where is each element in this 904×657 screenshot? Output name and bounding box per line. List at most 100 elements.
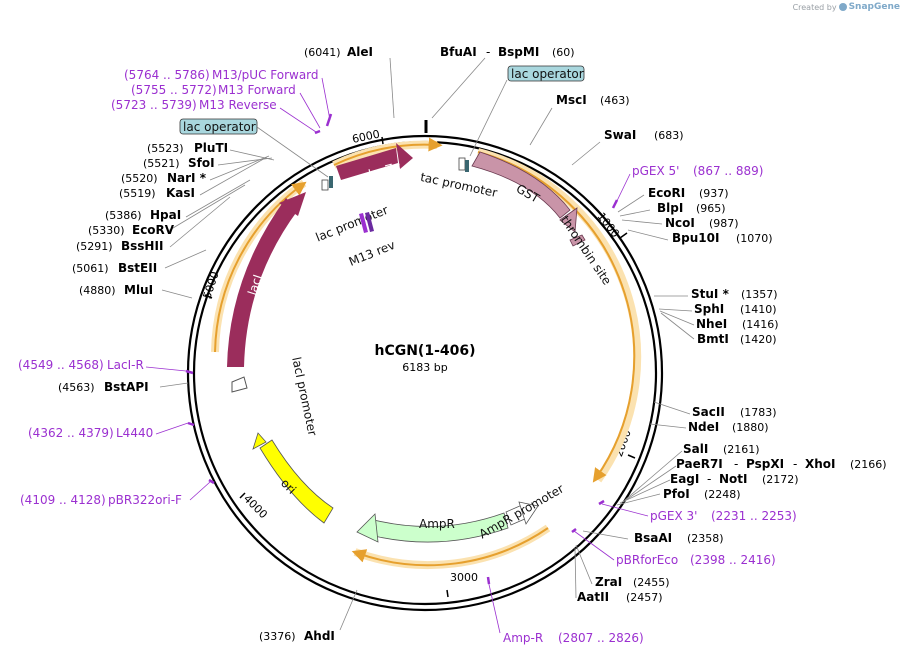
site-name-hpai: HpaI: [150, 208, 181, 222]
leader-sfoi: [217, 157, 273, 166]
site-pos-aatii: (2457): [626, 591, 663, 604]
site-pos-pluti: (5523): [147, 142, 184, 155]
leader-pgex5: [614, 173, 631, 206]
site-pos-sacii: (1783): [740, 406, 777, 419]
primer-mark-pgex3: [598, 499, 605, 506]
snapgene-watermark: Created by SnapGene: [793, 2, 900, 12]
site-name-sacii: SacII: [692, 405, 725, 419]
tick-4000: [239, 492, 246, 499]
site-name-pspxi: PspXI: [746, 457, 784, 471]
backbone-outer-ring: [186, 134, 664, 612]
site-pos-sali: (2161): [723, 443, 760, 456]
site-name-bfuai: BfuAI: [440, 45, 477, 59]
lac-operator-left-callout: [179, 118, 258, 135]
tac-promoter-box: [458, 157, 466, 171]
primer-mark-laci-r: [185, 369, 194, 375]
site-sep-pspxi: -: [793, 457, 797, 471]
ampr-promoter-label: AmpR promoter: [477, 481, 567, 541]
site-pos-mlui: (4880): [79, 284, 116, 297]
lacza-head: [396, 143, 413, 169]
lacza-body: [336, 148, 398, 180]
tick-label-5000: 5000: [201, 270, 222, 301]
leader-pgex3: [601, 503, 649, 517]
orf-left-arrow: [214, 181, 307, 353]
leader-amp-r: [487, 579, 501, 634]
site-pos-swai: (683): [654, 129, 684, 142]
site-name-bpu10i: Bpu10I: [672, 231, 719, 245]
gst-head: [559, 207, 578, 233]
tac-promoter-label: tac promoter: [419, 170, 498, 200]
site-pos-sphi: (1410): [740, 303, 777, 316]
tick-1000: [619, 232, 628, 239]
leader-ndei: [649, 423, 687, 429]
leader-pluti: [229, 149, 275, 161]
primer-name-pgex5: pGEX 5': [632, 164, 679, 178]
site-name-ahdi: AhdI: [304, 629, 335, 643]
site-pos-nari: (5520): [121, 172, 158, 185]
primer-range-m13puc: (5764 .. 5786): [124, 68, 210, 82]
primer-range-pgex5: (867 .. 889): [693, 164, 763, 178]
primer-name-laci-r: LacI-R: [107, 358, 144, 372]
leader-alei: [389, 57, 395, 119]
lac-promoter-label: lac promoter: [314, 203, 390, 245]
primer-mark-pbrforeco: [571, 528, 577, 533]
primer-range-pgex3: (2231 .. 2253): [711, 509, 797, 523]
ori-head: [252, 432, 267, 450]
site-pos-blpi: (965): [696, 202, 726, 215]
site-sep-bfuai: -: [486, 45, 490, 59]
orf-arrows: [211, 137, 642, 570]
primer-range-l4440: (4362 .. 4379): [28, 426, 114, 440]
site-name-sphi: SphI: [694, 302, 724, 316]
site-name-xhoi: XhoI: [805, 457, 836, 471]
primer-name-pbr322ori: pBR322ori-F: [108, 493, 182, 507]
tick-5000: [204, 294, 213, 299]
site-pos-kasi: (5519): [119, 187, 156, 200]
site-name-ecorv: EcoRV: [132, 223, 175, 237]
laci-head: [279, 192, 306, 216]
site-name-stui: StuI *: [691, 287, 730, 301]
leader-aatii: [574, 547, 577, 599]
thrombin-site-mark: [569, 234, 586, 247]
leader-bsshii: [169, 196, 231, 248]
leader-bpu10i: [627, 229, 669, 241]
site-name-bsaai: BsaAI: [634, 531, 672, 545]
major-ticks: [204, 136, 636, 598]
left-site-labels: (5523) PluTI (5521) SfoI (5520) NarI * (…: [58, 141, 335, 643]
lac-operator-top-callout: [507, 65, 585, 82]
tick-6000: [381, 136, 384, 145]
primer-mark-m13-forward: [325, 113, 333, 127]
site-pos-xhoi: (2166): [850, 458, 887, 471]
site-pos-bstapi: (4563): [58, 381, 95, 394]
site-name-eagi: EagI: [670, 472, 699, 486]
site-pos-ncoi: (987): [709, 217, 739, 230]
site-name-aatii: AatII: [577, 590, 609, 604]
lac-operator-top-leader: [469, 79, 508, 157]
lac-operator-top-box: [465, 160, 469, 172]
site-name-bstapi: BstAPI: [104, 380, 149, 394]
leader-sacii: [653, 401, 691, 415]
watermark-prefix: Created by: [792, 2, 837, 12]
leader-kasi: [199, 156, 268, 196]
leader-m13puc: [321, 77, 331, 121]
site-name-paer7i: PaeR7I: [676, 457, 723, 471]
site-name-zrai: ZraI: [595, 575, 622, 589]
plasmid-name: hCGN(1-406): [374, 343, 475, 359]
leader-pbr322ori: [189, 481, 211, 501]
tick-2000: [627, 454, 636, 459]
leader-swai: [571, 141, 601, 166]
site-name-bsshii: BssHII: [121, 239, 163, 253]
laci-promoter-arrow: [231, 376, 248, 393]
site-name-nhei: NheI: [696, 317, 727, 331]
site-name-pfoi: PfoI: [663, 487, 690, 501]
ori-body: [259, 439, 334, 524]
primer-name-pbrforeco: pBRforEco: [616, 553, 678, 567]
primer-mark-l4440: [187, 421, 195, 427]
site-pos-noti: (2172): [762, 473, 799, 486]
leader-zrai: [575, 544, 593, 585]
leader-sali: [624, 450, 683, 501]
primer-name-amp-r: Amp-R: [503, 631, 543, 645]
primer-range-amp-r: (2807 .. 2826): [558, 631, 644, 645]
site-name-msci: MscI: [556, 93, 587, 107]
primer-name-m13fwd: M13 Forward: [218, 83, 296, 97]
site-name-sfoi: SfoI: [188, 156, 215, 170]
